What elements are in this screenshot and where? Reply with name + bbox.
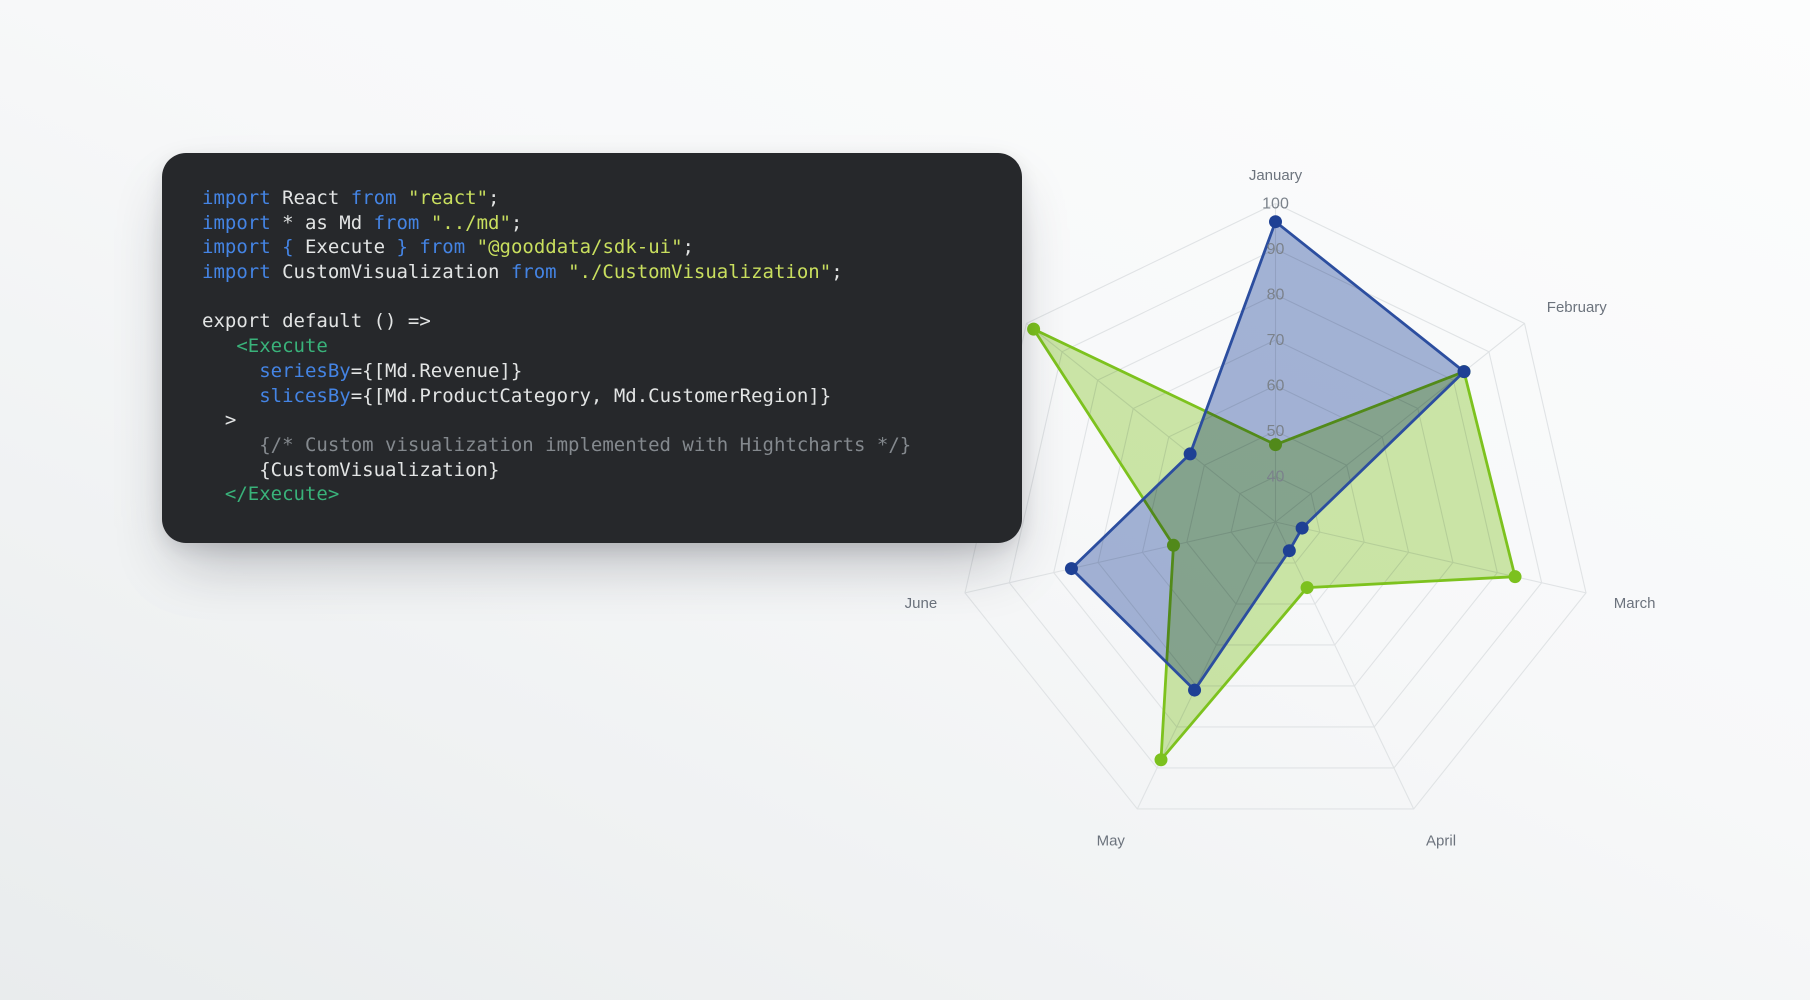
code-token-pl: export default () => [202, 310, 431, 333]
code-token-pl [202, 385, 259, 407]
radial-tick-label-40: 40 [1267, 469, 1285, 486]
code-token-pl [202, 483, 225, 505]
code-token-kw: slicesBy [259, 384, 351, 407]
category-label-january: January [1249, 167, 1303, 184]
radar-data-point-green-march[interactable] [1508, 570, 1522, 584]
radar-data-point-green-april[interactable] [1300, 581, 1314, 595]
code-line: {/* Custom visualization implemented wit… [202, 433, 992, 458]
code-line: import * as Md from "../md"; [202, 211, 992, 236]
code-token-pl: ; [510, 211, 523, 234]
code-token-pl: > [202, 409, 237, 432]
code-token-pl: ; [831, 261, 843, 284]
radar-line-green [1032, 327, 1517, 762]
radar-data-point-blue-axis6[interactable] [1183, 447, 1197, 461]
code-token-pl [465, 236, 476, 258]
code-token-pl: ={[Md.Revenue]} [350, 359, 523, 382]
radar-data-point-blue-march[interactable] [1295, 521, 1309, 535]
code-token-pl: * as Md [270, 211, 374, 234]
code-token-pl: ; [682, 236, 694, 259]
radial-tick-label-100: 100 [1262, 196, 1289, 213]
code-token-pl: {CustomVisualization} [202, 458, 500, 481]
code-token-tag: <Execute [236, 335, 328, 358]
code-token-kw: import [202, 211, 271, 234]
code-line: seriesBy={[Md.Revenue]} [202, 359, 992, 384]
category-label-may: May [1097, 832, 1126, 849]
code-token-pl [419, 212, 430, 234]
code-token-str: "@gooddata/sdk-ui" [476, 236, 683, 259]
radar-data-point-blue-april[interactable] [1282, 544, 1296, 558]
code-token-pl [202, 360, 259, 382]
radar-line-blue [1070, 220, 1466, 692]
radial-tick-label-70: 70 [1267, 332, 1285, 349]
radar-data-point-blue-february[interactable] [1457, 365, 1471, 379]
code-line: import React from "react"; [202, 186, 992, 211]
grid-ring-90 [1008, 248, 1543, 769]
code-line: {CustomVisualization} [202, 458, 992, 483]
code-line: import { Execute } from "@gooddata/sdk-u… [202, 235, 992, 260]
code-line: export default () => [202, 309, 992, 334]
code-token-pl: CustomVisualization [270, 261, 511, 284]
radar-data-point-blue-january[interactable] [1269, 215, 1282, 229]
code-token-str: "react" [407, 187, 489, 209]
code-token-kw: from [419, 236, 466, 259]
code-block: import React from "react";import * as Md… [202, 186, 992, 507]
code-token-kw: seriesBy [259, 359, 351, 382]
code-line: import CustomVisualization from "./Custo… [202, 260, 992, 285]
code-line: </Execute> [202, 482, 992, 507]
category-label-june: June [905, 595, 938, 612]
code-token-pl [202, 335, 236, 357]
code-token-kw: import [202, 261, 271, 284]
code-token-pl: ={[Md.ProductCategory, Md.CustomerRegion… [350, 384, 832, 407]
radial-tick-label-90: 90 [1267, 241, 1285, 258]
radar-data-point-green-axis6[interactable] [1027, 322, 1041, 336]
radar-area-blue [1071, 221, 1465, 691]
radial-tick-label-60: 60 [1267, 378, 1285, 395]
code-token-pl: ; [488, 187, 500, 209]
radial-tick-label-80: 80 [1267, 287, 1285, 304]
category-label-march: March [1614, 595, 1656, 612]
category-label-april: April [1426, 832, 1456, 849]
radar-data-point-blue-may[interactable] [1188, 683, 1202, 697]
code-token-str: "./CustomVisualization" [568, 261, 832, 284]
code-token-tag: </Execute> [224, 483, 340, 506]
code-token-cmt: {/* Custom visualization implemented wit… [202, 433, 912, 456]
code-token-str: "../md" [430, 211, 511, 234]
code-token-kw: { [282, 236, 294, 259]
code-token-kw: import [202, 236, 271, 259]
code-token-pl [408, 236, 419, 258]
code-token-pl: React [270, 187, 351, 209]
code-snippet-panel: import React from "react";import * as Md… [162, 153, 1022, 543]
code-token-pl [396, 187, 407, 209]
code-token-kw: import [202, 187, 271, 209]
code-line: slicesBy={[Md.ProductCategory, Md.Custom… [202, 384, 992, 409]
code-token-kw: from [510, 261, 557, 284]
code-line [202, 285, 992, 310]
code-token-pl: Execute [293, 236, 397, 259]
code-line: <Execute [202, 334, 992, 359]
radar-data-point-green-may[interactable] [1154, 753, 1168, 767]
code-line: > [202, 408, 992, 433]
code-token-pl [557, 261, 568, 283]
code-token-pl [271, 236, 282, 258]
code-token-kw: from [373, 211, 420, 234]
radar-data-point-blue-june[interactable] [1064, 562, 1078, 576]
code-token-kw: from [350, 187, 397, 209]
radial-tick-label-50: 50 [1267, 423, 1285, 440]
code-token-kw: } [396, 236, 408, 259]
category-label-february: February [1547, 299, 1608, 316]
